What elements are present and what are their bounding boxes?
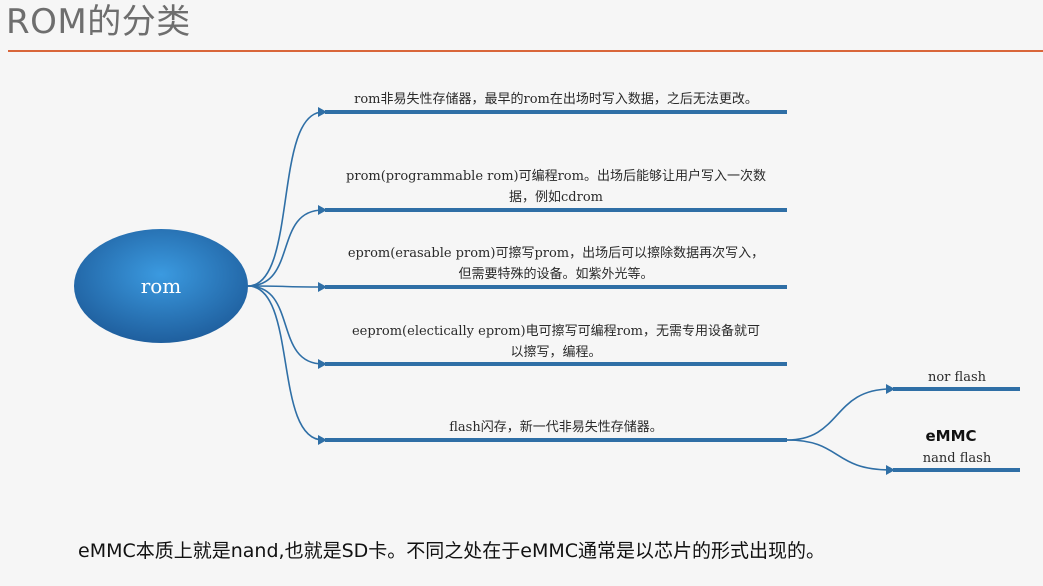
branch-arrow — [318, 205, 327, 215]
sub-branch-arrow — [886, 465, 895, 475]
branch-arrow — [318, 282, 327, 292]
branch-connector — [247, 209, 324, 287]
root-node — [74, 229, 248, 343]
sub-branch-connector — [786, 388, 892, 441]
branch-arrow — [318, 435, 327, 445]
title-divider — [8, 50, 1043, 52]
branch-connector — [247, 285, 324, 441]
emmc-annotation: eMMC — [925, 427, 976, 445]
branch-label: prom(programmable rom)可编程rom。出场后能够让用户写入一… — [346, 168, 766, 184]
mind-map-diagram: rom rom非易失性存储器，最早的rom在出场时写入数据，之后无法更改。 pro… — [74, 91, 1020, 475]
sub-branch-label: nor flash — [928, 370, 987, 385]
branch-label: 以擦写，编程。 — [510, 345, 601, 360]
branch-arrow — [318, 359, 327, 369]
branch-label: 但需要特殊的设备。如紫外光等。 — [458, 266, 653, 282]
branch-arrow — [318, 107, 327, 117]
sub-branch-label: nand flash — [923, 451, 992, 466]
branch-label: 据，例如cdrom — [509, 189, 603, 205]
branch-connector — [247, 285, 324, 288]
slide-title: ROM的分类 — [6, 2, 191, 42]
branch-connector — [247, 285, 324, 365]
footer-note: eMMC本质上就是nand,也就是SD卡。不同之处在于eMMC通常是以芯片的形式… — [78, 540, 826, 562]
branch-label: flash闪存，新一代非易失性存储器。 — [449, 419, 662, 435]
branch-connector — [247, 111, 324, 287]
branch-label: eeprom(electically eprom)电可擦写可编程rom，无需专用… — [352, 323, 760, 339]
root-node-label: rom — [141, 274, 182, 298]
sub-branch-arrow — [886, 384, 895, 394]
branch-label: eprom(erasable prom)可擦写prom，出场后可以擦除数据再次写… — [348, 245, 764, 261]
sub-branch-connector — [786, 439, 892, 471]
branch-label: rom非易失性存储器，最早的rom在出场时写入数据，之后无法更改。 — [354, 91, 758, 107]
